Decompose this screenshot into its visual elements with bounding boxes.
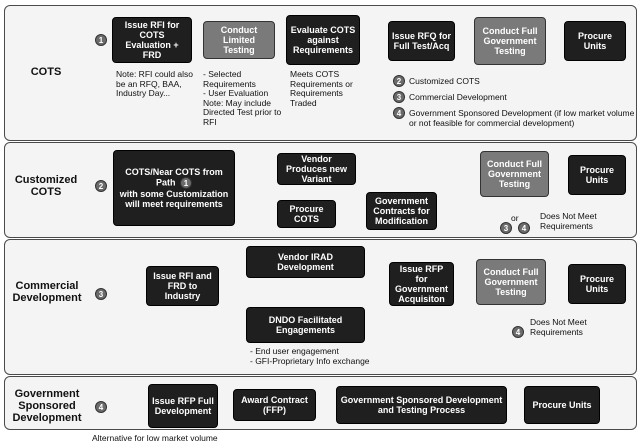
vendor-variant-box: Vendor Produces new Variant xyxy=(277,153,356,185)
customized-start-box: COTS/Near COTS from Path 1 with some Cus… xyxy=(113,150,235,226)
outcome-commercial: Commercial Development xyxy=(409,92,507,102)
lane-badge-commercial: 3 xyxy=(95,288,107,300)
government-procure-box: Procure Units xyxy=(524,386,600,424)
procure-cots-box: Procure COTS xyxy=(277,200,336,228)
lane-label-commercial: Commercial Development xyxy=(12,280,82,304)
customized-start-text: COTS/Near COTS from Path xyxy=(125,167,223,188)
dndo-box: DNDO Facilitated Engagements xyxy=(246,307,365,343)
lane-badge-government: 4 xyxy=(95,401,107,413)
vendor-irad-box: Vendor IRAD Development xyxy=(246,246,365,278)
note-testing: - Selected Requirements - User Evaluatio… xyxy=(203,69,282,127)
gov-dev-testing-box: Government Sponsored Development and Tes… xyxy=(336,386,507,424)
issue-rfq-box: Issue RFQ for Full Test/Acq xyxy=(388,21,455,61)
note-evaluate: Meets COTS Requirements or Requirements … xyxy=(290,69,353,108)
evaluate-cots-box: Evaluate COTS against Requirements xyxy=(286,15,360,65)
note-rfi: Note: RFI could also be an RFQ, BAA, Ind… xyxy=(116,69,194,98)
customized-or-label: or xyxy=(511,213,519,223)
gov-contracts-box: Government Contracts for Modification xyxy=(366,192,437,230)
issue-rfp-full-dev-box: Issue RFP Full Development xyxy=(148,384,218,428)
customized-procure-box: Procure Units xyxy=(568,155,626,195)
cots-full-testing-box: Conduct Full Government Testing xyxy=(474,17,546,65)
limited-testing-box: Conduct Limited Testing xyxy=(203,21,275,59)
commercial-issue-rfi-box: Issue RFI and FRD to Industry xyxy=(146,266,219,306)
outcome-gov: Government Sponsored Development (if low… xyxy=(409,108,635,128)
commercial-procure-box: Procure Units xyxy=(568,264,626,304)
outcome-badge-commercial: 3 xyxy=(393,91,405,103)
customized-full-testing-box: Conduct Full Government Testing xyxy=(480,151,549,197)
issue-rfp-acquisition-box: Issue RFP for Government Acquisiton xyxy=(389,262,454,306)
lane-badge-cots: 1 xyxy=(95,34,107,46)
customized-start-badge: 1 xyxy=(180,177,193,189)
lane-badge-customized: 2 xyxy=(95,180,107,192)
lane-label-customized: Customized COTS xyxy=(14,174,78,198)
customized-fail-badge-4: 4 xyxy=(518,222,530,234)
commercial-note: - End user engagement - GFI-Proprietary … xyxy=(250,346,370,366)
commercial-full-testing-box: Conduct Full Government Testing xyxy=(476,259,546,305)
customized-fail-text: Does Not Meet Requirements xyxy=(540,211,597,231)
customized-fail-badge-3: 3 xyxy=(500,222,512,234)
outcome-badge-customized: 2 xyxy=(393,75,405,87)
customized-start-rest: with some Customization will meet requir… xyxy=(119,189,229,209)
cots-procure-box: Procure Units xyxy=(564,21,626,61)
government-note: Alternative for low market volume xyxy=(92,433,218,443)
commercial-fail-badge: 4 xyxy=(512,326,524,338)
lane-label-government: Government Sponsored Development xyxy=(12,388,82,424)
commercial-fail-text: Does Not Meet Requirements xyxy=(530,317,587,337)
issue-rfi-box: Issue RFI for COTS Evaluation + FRD xyxy=(112,17,192,63)
award-contract-box: Award Contract (FFP) xyxy=(233,389,316,421)
outcome-customized: Customized COTS xyxy=(409,76,480,86)
outcome-badge-gov: 4 xyxy=(393,107,405,119)
lane-label-cots: COTS xyxy=(30,66,62,78)
